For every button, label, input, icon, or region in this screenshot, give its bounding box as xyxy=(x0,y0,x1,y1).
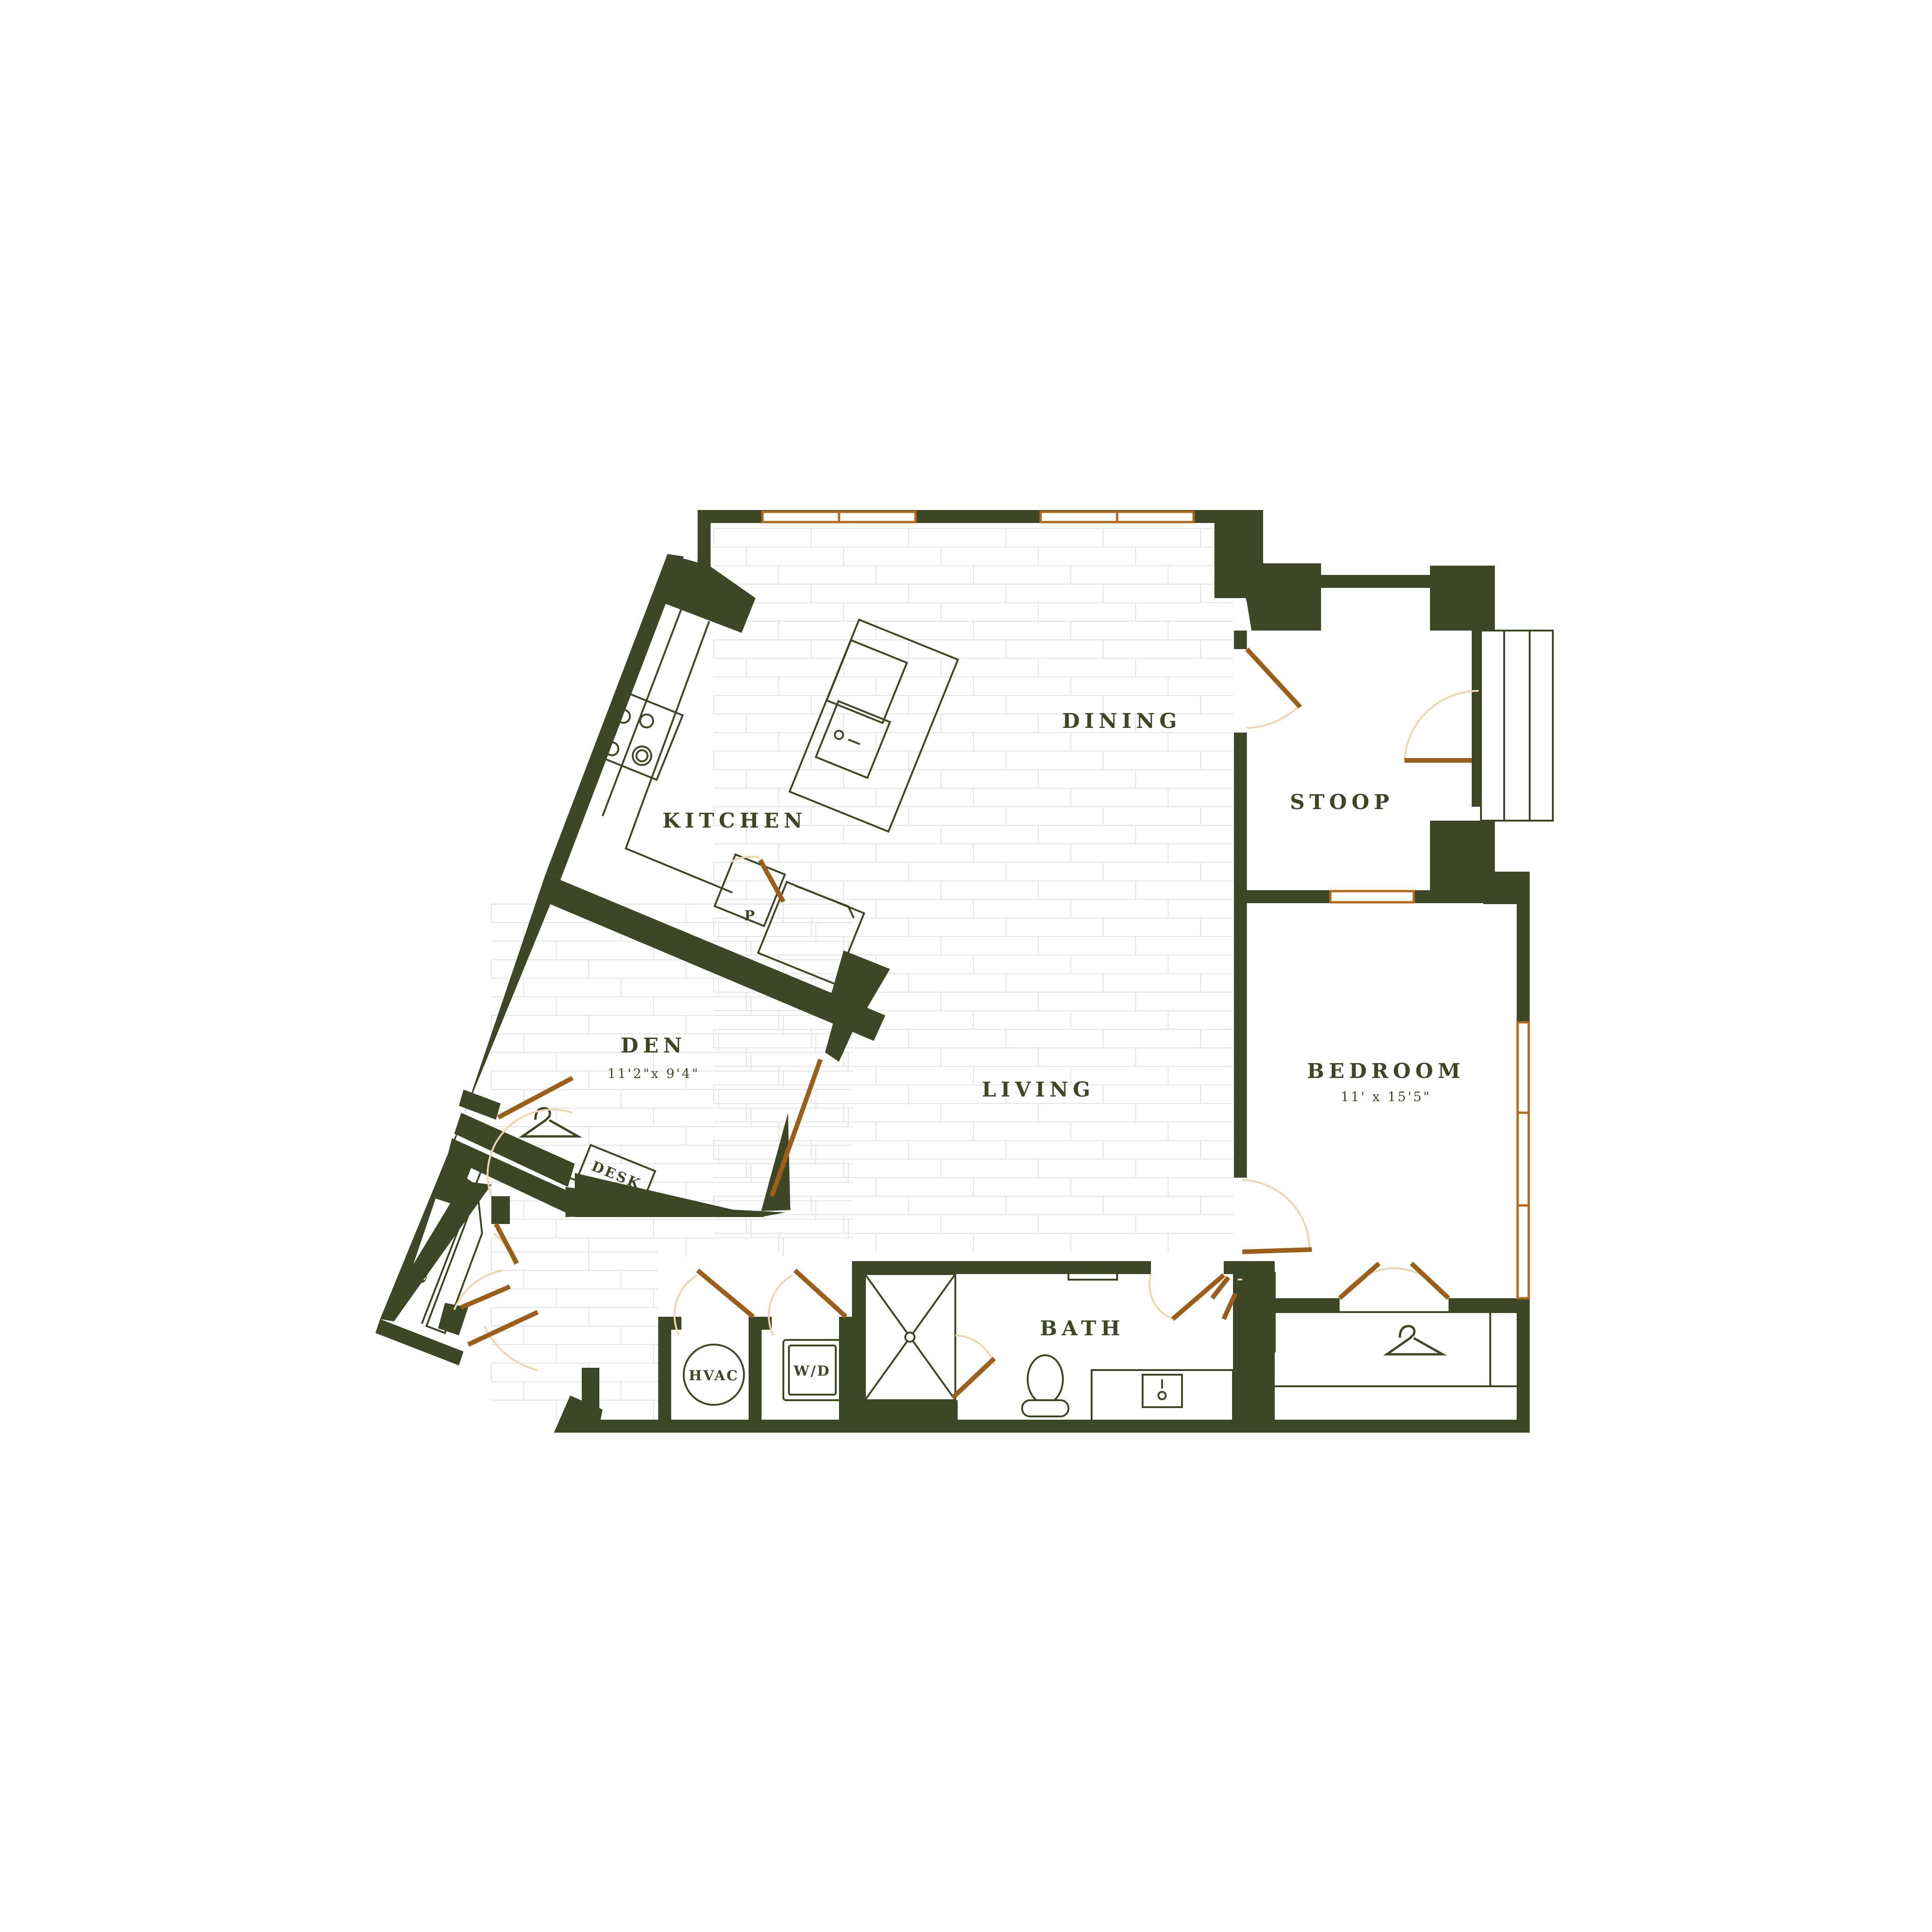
linen-label: LIN xyxy=(1256,1296,1271,1327)
room-label-kitchen: KITCHEN xyxy=(662,809,807,833)
bedroom-closet xyxy=(1275,1311,1517,1387)
windows xyxy=(761,510,1530,1300)
door-swings xyxy=(453,689,1479,1371)
room-label-bath: BATH xyxy=(1040,1317,1125,1340)
room-label-den: DEN xyxy=(621,1034,686,1058)
room-dim-den: 11'2"x 9'4" xyxy=(608,1066,700,1081)
stove-icon xyxy=(593,689,684,781)
sink-icon xyxy=(825,639,909,724)
shower-icon xyxy=(864,1273,956,1401)
room-label-dining: DINING xyxy=(1062,709,1181,733)
floor-planks xyxy=(491,528,1233,1419)
room-dim-bedroom: 11' x 15'5" xyxy=(1341,1089,1431,1104)
hvac-label: HVAC xyxy=(689,1368,739,1384)
stairs-icon xyxy=(1480,630,1554,822)
den-fixtures xyxy=(421,1133,657,1334)
kitchen-counters xyxy=(593,602,960,986)
room-label-bedroom: BEDROOM xyxy=(1307,1059,1465,1083)
toilet-icon xyxy=(1021,1354,1069,1417)
walls xyxy=(375,510,1530,1433)
bath-fixtures xyxy=(864,1272,1276,1422)
doors xyxy=(460,647,1472,1400)
room-label-living: LIVING xyxy=(982,1078,1095,1102)
room-label-stoop: STOOP xyxy=(1290,791,1394,814)
wd-label: W/D xyxy=(793,1363,831,1379)
hanger-icon xyxy=(1383,1325,1447,1356)
utility-fixtures xyxy=(683,1339,842,1406)
pantry-label: P xyxy=(744,908,755,924)
